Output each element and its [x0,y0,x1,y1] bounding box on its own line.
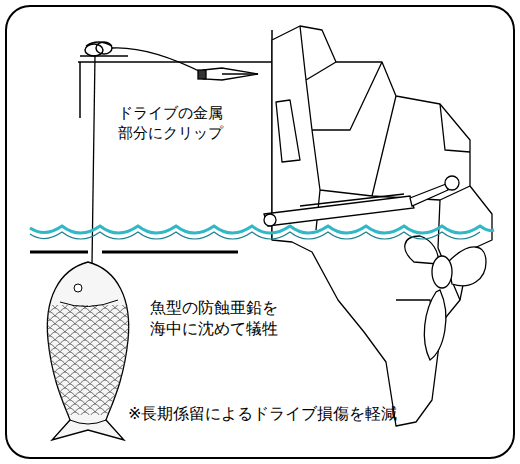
boat-hull [78,30,272,240]
cylinder-line [300,194,404,206]
drive-panel [276,100,300,162]
clip-wire [112,48,205,74]
cleat-knot [80,42,128,56]
stern-drive [272,26,492,426]
clip-grip [198,70,206,79]
fish-scales [40,305,140,415]
cylinder [264,196,414,226]
frame [6,6,514,458]
fish-gill [60,300,118,307]
clip-body [203,68,258,80]
alligator-clip [198,68,258,80]
clip-note: ドライブの金属 部分にクリップ [118,104,236,143]
footnote: ※長期係留によるドライブ損傷を軽減 [128,404,397,425]
cleat [80,55,128,57]
fish-tail-line [70,420,106,424]
cylinder-rod [410,184,448,206]
knot [86,42,112,46]
drive-housing [272,26,492,426]
propeller-blade [448,247,486,286]
water-surface [30,226,494,239]
cylinder-mount [264,214,276,226]
fish-eye [74,284,82,292]
hull-edge [79,62,81,118]
cylinder-ball [445,176,459,190]
anode-note: 魚型の防蝕亜鉛を 海中に沈めて犠牲 [150,298,298,340]
anode-wire [92,55,95,264]
trim-cylinder [264,176,459,226]
propeller [405,236,486,360]
hull-bottom [30,251,238,254]
clip-jaw [222,73,258,74]
hull-edge [78,61,272,63]
knot [96,42,112,54]
propeller-hub [432,256,452,288]
propeller-blade [424,290,446,360]
drive-panel [440,104,470,152]
wave [30,232,480,239]
fish-anode [40,262,140,440]
propeller-blade [405,236,438,264]
